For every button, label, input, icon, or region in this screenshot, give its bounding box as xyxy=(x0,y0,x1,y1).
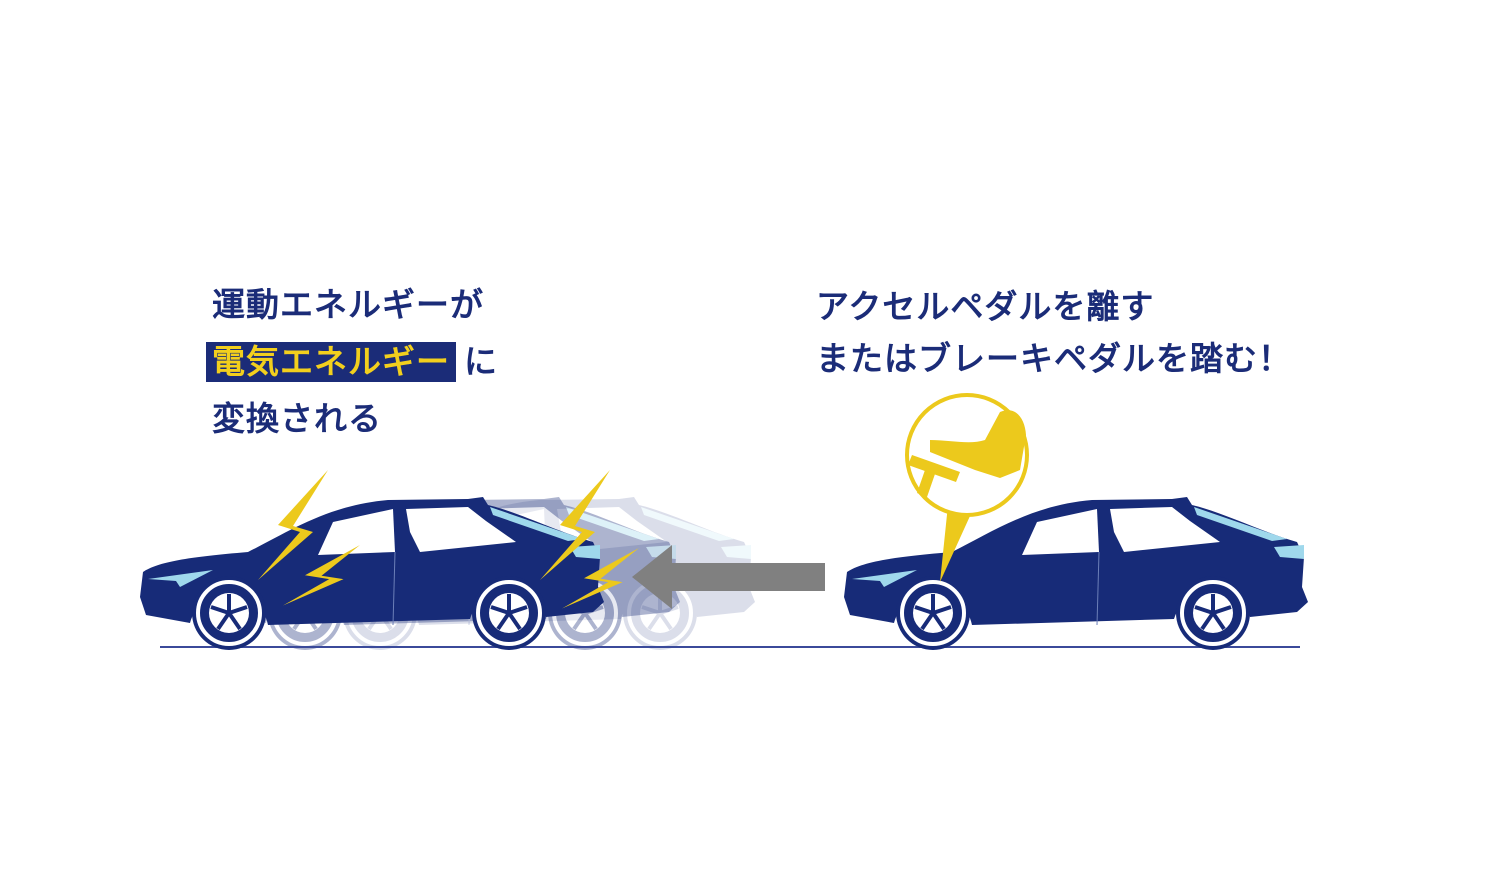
left-arrow-icon xyxy=(632,545,825,609)
accelerating-car xyxy=(844,497,1308,650)
left-caption: 運動エネルギーが 電気エネルギーに 変換される xyxy=(206,285,498,439)
right-caption-line1: アクセルペダルを離す xyxy=(816,287,1155,326)
foot-on-pedal-icon xyxy=(905,393,1029,582)
right-caption: アクセルペダルを離す またはブレーキペダルを踏む！ xyxy=(816,287,1292,379)
right-caption-line2: またはブレーキペダルを踏む！ xyxy=(816,339,1292,378)
left-caption-line1: 運動エネルギーが xyxy=(212,285,484,324)
highlighted-term: 電気エネルギー xyxy=(206,342,456,382)
left-caption-line2-rest: に xyxy=(464,342,498,381)
left-caption-line3: 変換される xyxy=(212,399,382,438)
